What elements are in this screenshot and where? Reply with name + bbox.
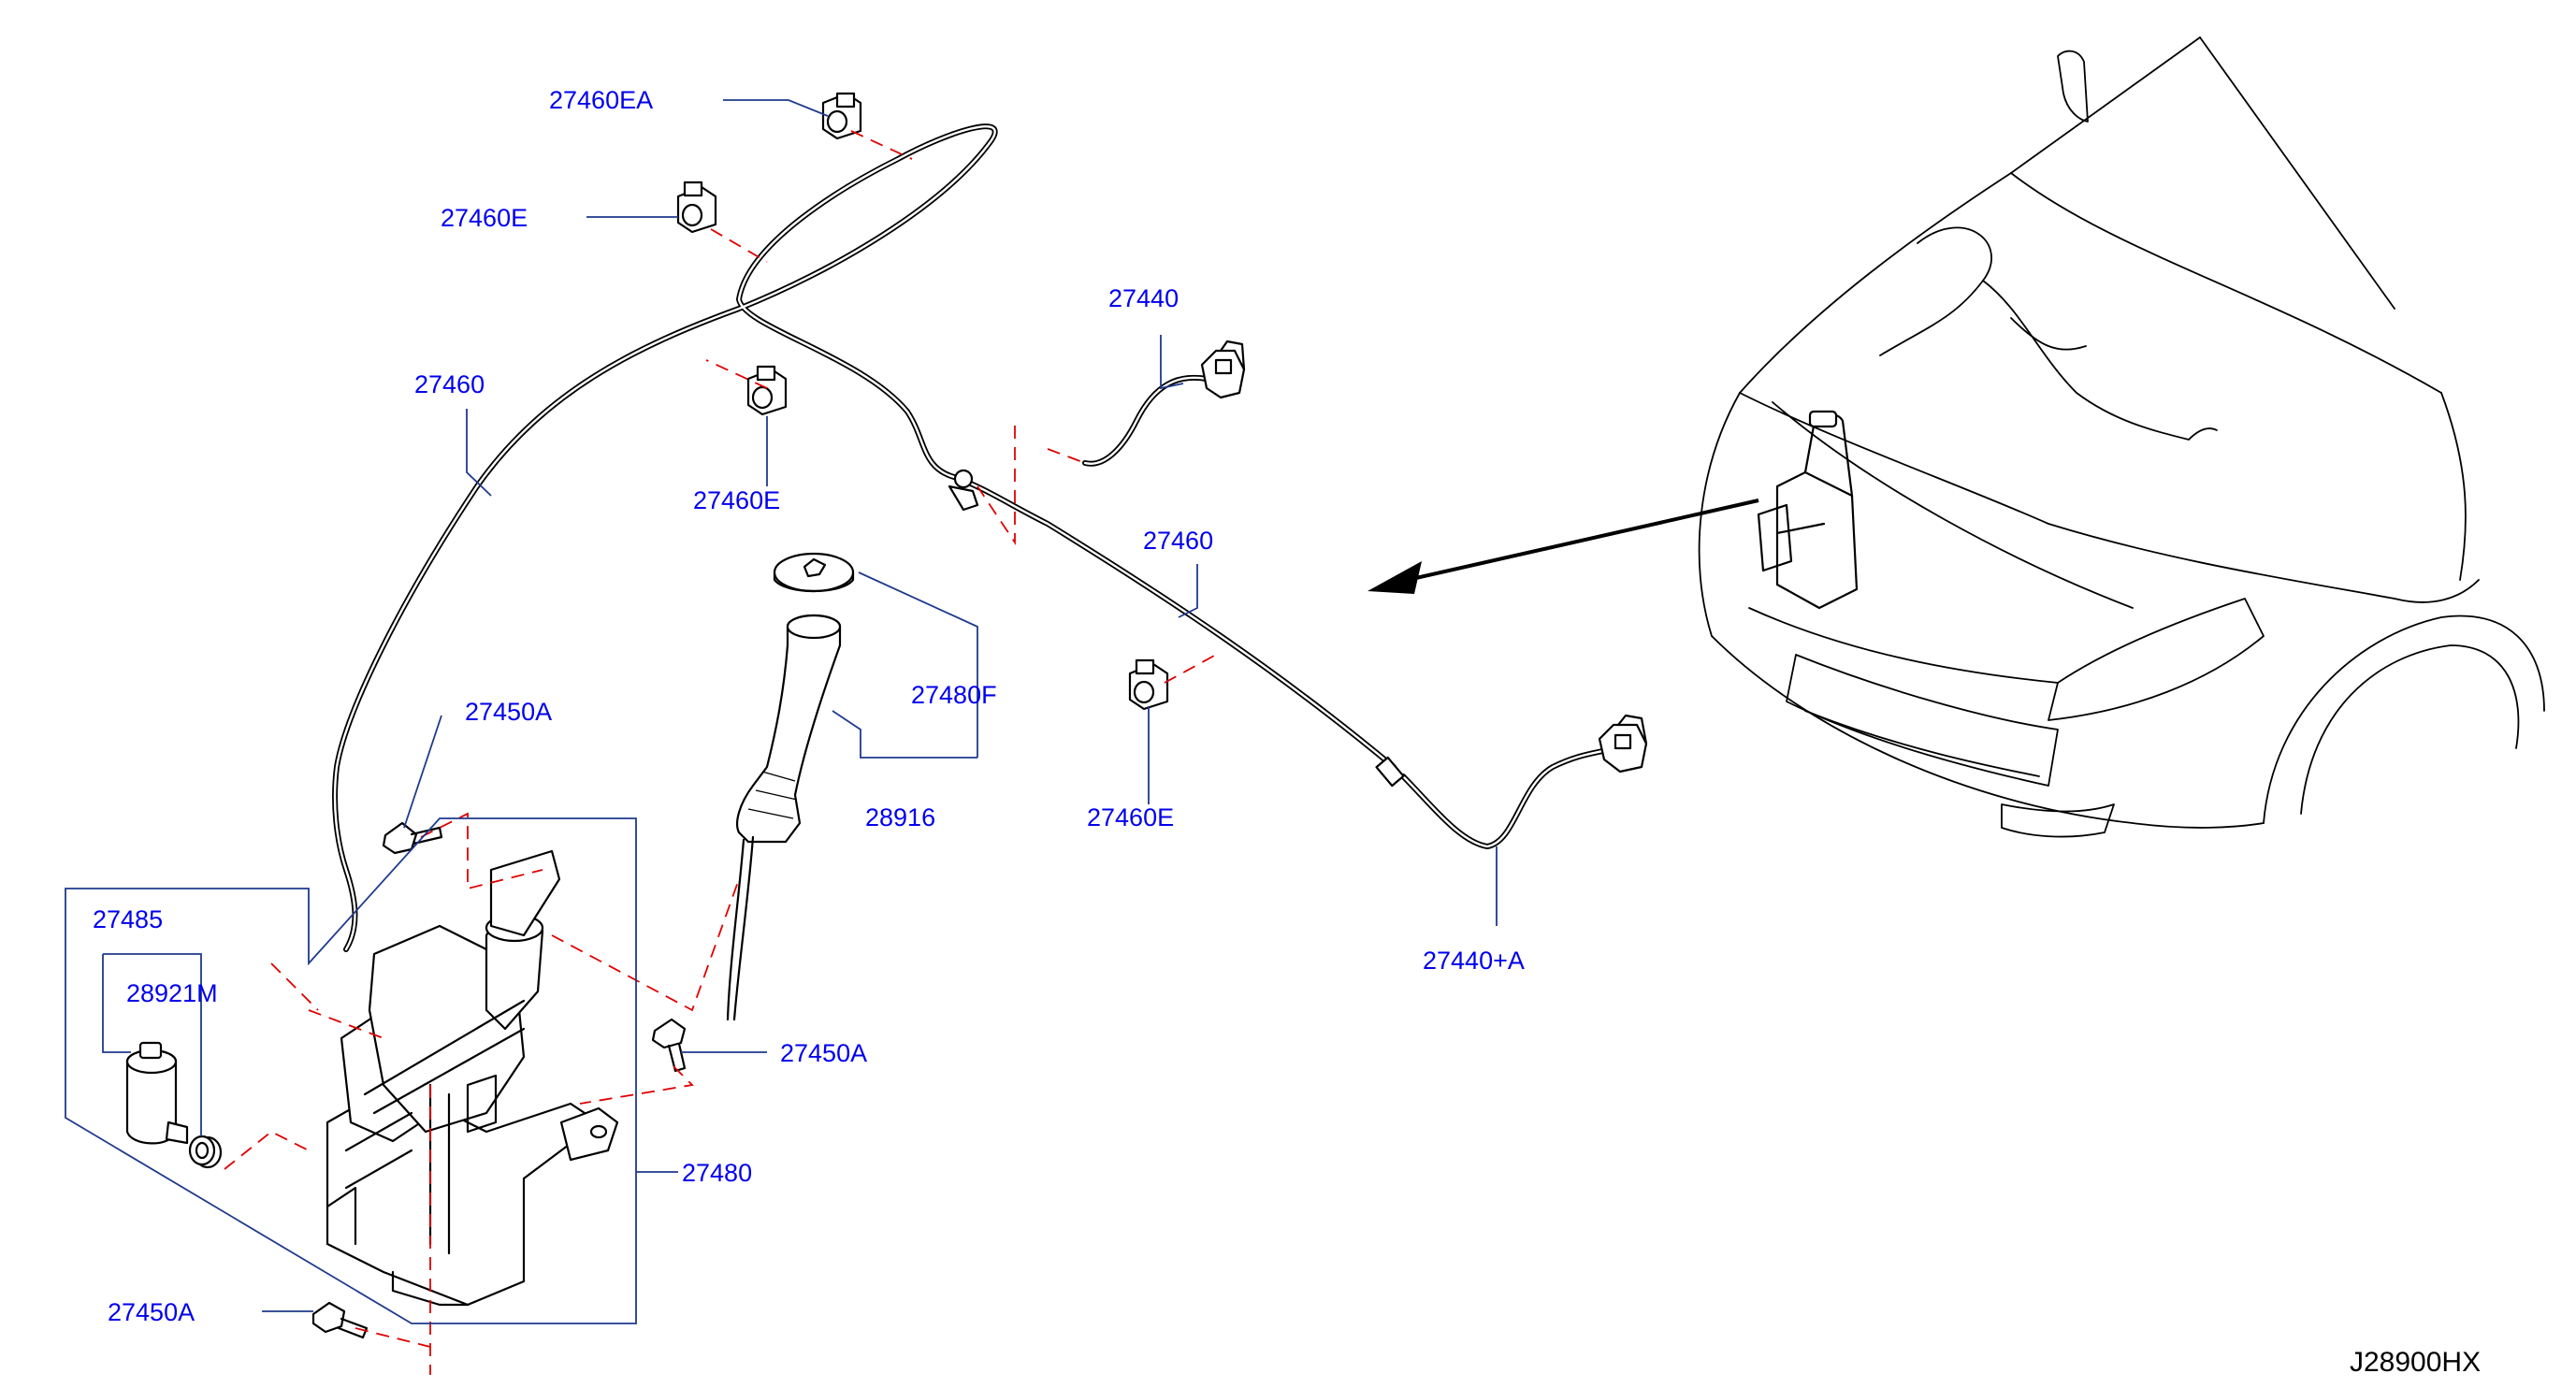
leader-lines xyxy=(65,99,1498,1324)
reservoir-location xyxy=(1757,410,1859,610)
callout-27440: 27440 xyxy=(1108,284,1179,312)
location-arrowhead xyxy=(1368,561,1422,594)
clip-27460e-top xyxy=(676,181,717,234)
callout-27460e-mid: 27460E xyxy=(693,486,780,514)
clip-27460ea xyxy=(821,92,862,140)
washer-nozzle-right xyxy=(1598,714,1648,774)
pump-grommet-27485 xyxy=(188,1135,223,1169)
bolt-mid xyxy=(651,1018,687,1073)
washer-hose-27440 xyxy=(1082,374,1209,467)
callout-27450a-bottom: 27450A xyxy=(108,1298,195,1326)
callout-27460e-top: 27460E xyxy=(441,204,528,232)
assembly-dash-lines xyxy=(224,130,1217,1375)
callout-27460e-right: 27460E xyxy=(1087,803,1174,831)
washer-nozzle-left xyxy=(1200,340,1246,399)
callout-28916: 28916 xyxy=(865,803,935,831)
callout-27480: 27480 xyxy=(682,1159,752,1187)
callout-27460ea: 27460EA xyxy=(549,86,653,114)
callout-27450a-mid: 27450A xyxy=(780,1039,867,1067)
washer-hose-27460 xyxy=(332,123,1397,952)
callout-27460-left: 27460 xyxy=(414,370,485,398)
hose-connector xyxy=(948,469,979,512)
washer-tank-27480 xyxy=(326,849,619,1307)
callout-labels: 27460EA 27460E 27460 27460E 27440 27460 … xyxy=(93,86,1525,1326)
location-arrow xyxy=(1407,499,1759,582)
callout-27440a: 27440+A xyxy=(1423,947,1525,975)
callout-27450a-top: 27450A xyxy=(465,698,552,726)
washer-pump-28921m xyxy=(125,1041,189,1145)
filler-neck-28916 xyxy=(726,614,842,1021)
washer-hose-27440a xyxy=(1400,745,1616,849)
callout-27485: 27485 xyxy=(93,905,163,933)
bolt-bottom xyxy=(311,1301,369,1339)
callout-28921m: 28921M xyxy=(126,979,218,1007)
callout-27460-right: 27460 xyxy=(1143,527,1213,555)
clip-27460e-right xyxy=(1128,658,1169,711)
filler-cap-27480f xyxy=(773,552,855,593)
clip-27460e-mid xyxy=(746,365,788,416)
vehicle-overview xyxy=(1368,36,2545,838)
callout-27480f: 27480F xyxy=(911,681,997,709)
diagram-code: J28900HX xyxy=(2350,1347,2481,1378)
